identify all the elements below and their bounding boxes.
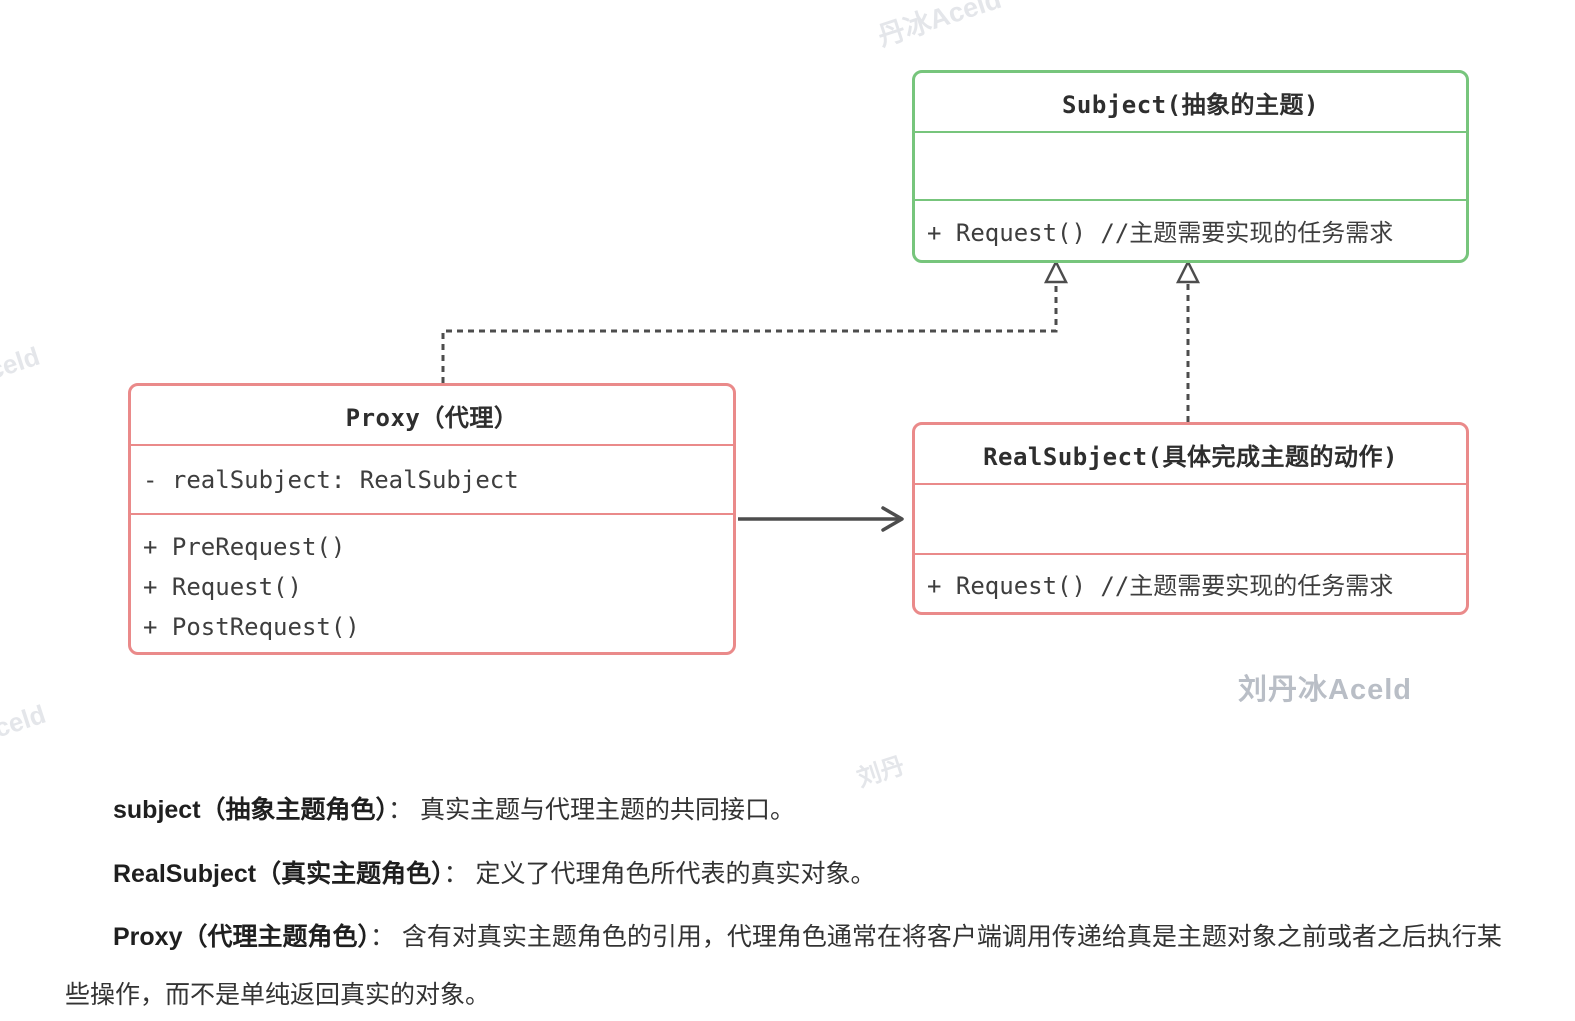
- association-arrowhead: [881, 506, 904, 532]
- note-proxy: Proxy（代理主题角色）： 含有对真实主题角色的引用，代理角色通常在将客户端调…: [65, 909, 1517, 1021]
- realsubject-attributes-empty: [915, 485, 1466, 555]
- note-proxy-body: ： 含有对真实主题角色的引用，代理角色通常在将客户端调用传递给真是主题对象之前或…: [65, 923, 1502, 1009]
- proxy-method-prerequest: + PreRequest(): [143, 533, 346, 561]
- note-realsubject-body: ： 定义了代理角色所代表的真实对象。: [443, 859, 876, 888]
- subject-title: Subject(抽象的主题): [915, 73, 1466, 133]
- generalization-line-proxy-to-subject: [441, 282, 1058, 383]
- proxy-attribute: - realSubject: RealSubject: [131, 446, 733, 515]
- note-realsubject: RealSubject（真实主题角色）： 定义了代理角色所代表的真实对象。: [65, 846, 1517, 904]
- note-subject-body: ： 真实主题与代理主题的共同接口。: [388, 796, 795, 824]
- generalization-arrowhead-realsubject: [1175, 259, 1201, 284]
- class-box-proxy: Proxy（代理） - realSubject: RealSubject + P…: [128, 383, 736, 655]
- class-box-realsubject: RealSubject(具体完成主题的动作) + Request() //主题需…: [912, 422, 1469, 615]
- watermark-author: 刘丹冰Aceld: [1238, 674, 1412, 706]
- proxy-method-postrequest: + PostRequest(): [143, 613, 360, 641]
- proxy-method-request: + Request(): [143, 573, 302, 601]
- subject-method: + Request() //主题需要实现的任务需求: [927, 219, 1394, 247]
- realsubject-method: + Request() //主题需要实现的任务需求: [927, 572, 1394, 600]
- pattern-notes: subject（抽象主题角色）： 真实主题与代理主题的共同接口。 RealSub…: [65, 782, 1517, 1021]
- note-realsubject-head: RealSubject（真实主题角色）: [113, 859, 444, 888]
- subject-attributes-empty: [915, 133, 1466, 201]
- generalization-arrowhead-proxy: [1043, 259, 1069, 284]
- proxy-title: Proxy（代理）: [131, 386, 733, 446]
- proxy-methods: + PreRequest() + Request() + PostRequest…: [131, 515, 733, 652]
- note-subject-head: subject（抽象主题角色）: [113, 796, 389, 824]
- watermark-faint-bottom-left: celd: [0, 698, 50, 744]
- class-box-subject: Subject(抽象的主题) + Request() //主题需要实现的任务需求: [912, 70, 1469, 263]
- note-subject: subject（抽象主题角色）： 真实主题与代理主题的共同接口。: [65, 782, 1517, 840]
- watermark-faint-left: celd: [0, 340, 44, 386]
- realsubject-title: RealSubject(具体完成主题的动作): [915, 425, 1466, 485]
- note-proxy-head: Proxy（代理主题角色）: [113, 923, 370, 951]
- watermark-faint-top: 丹冰Aceld: [874, 0, 1005, 52]
